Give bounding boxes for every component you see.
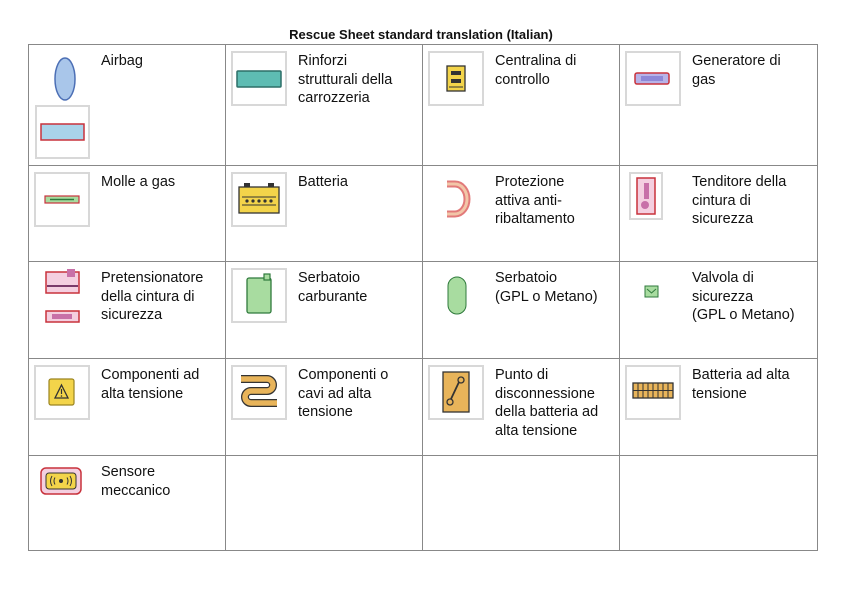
table-cell-gas-strut: Molle a gas [29, 166, 226, 262]
icon-frame [625, 365, 681, 420]
table-cell-high-voltage-component: Componenti ad alta tensione [29, 359, 226, 456]
item-label: Sensore meccanico [101, 464, 171, 499]
item-label: Serbatoio (GPL o Metano) [495, 270, 598, 305]
rollover-protection-icon [447, 180, 471, 218]
table-cell-empty [423, 456, 620, 551]
airbag-icon [54, 57, 76, 101]
item-label: Componenti o cavi ad alta tensione [298, 367, 389, 420]
table-cell-mechanical-sensor: Sensore meccanico [29, 456, 226, 551]
item-label: Valvola di sicurezza (GPL o Metano) [692, 270, 795, 323]
table-cell-gas-tank: Serbatoio (GPL o Metano) [423, 262, 620, 359]
icon-frame [231, 51, 287, 106]
icon-frame [231, 365, 287, 420]
table-cell-seatbelt-pretensioner: Pretensionatore della cintura di sicurez… [29, 262, 226, 359]
table-cell-high-voltage-cable: Componenti o cavi ad alta tensione [226, 359, 423, 456]
item-label: Rinforzi strutturali della carrozzeria [298, 53, 393, 106]
item-label: Batteria ad alta tensione [692, 367, 790, 402]
icon-frame [231, 172, 287, 227]
table-cell-hv-disconnect: Punto di disconnessione della batteria a… [423, 359, 620, 456]
table-cell-seatbelt-tensioner: Tenditore della cintura di sicurezza [620, 166, 818, 262]
item-label: Centralina di controllo [495, 53, 577, 88]
seatbelt-pretensioner-icon [45, 269, 80, 323]
hv-disconnect-icon [442, 371, 470, 413]
icon-frame [34, 172, 90, 227]
table-cell-airbag: Airbag [29, 45, 226, 166]
safety-valve-icon [644, 285, 659, 298]
icon-frame [629, 172, 663, 220]
item-label: Componenti ad alta tensione [101, 367, 200, 402]
item-label: Punto di disconnessione della batteria a… [495, 367, 599, 439]
legend-table: Airbag Rinforzi strutturali della carroz… [28, 44, 818, 551]
fuel-tank-icon [246, 273, 272, 314]
icon-frame [231, 268, 287, 323]
mechanical-sensor-icon [40, 467, 82, 495]
item-label: Airbag [101, 53, 143, 69]
table-cell-gas-generator: Generatore di gas [620, 45, 818, 166]
item-label: Pretensionatore della cintura di sicurez… [101, 270, 204, 323]
table-cell-rollover-protection: Protezione attiva anti- ribaltamento [423, 166, 620, 262]
table-cell-battery: Batteria [226, 166, 423, 262]
gas-strut-icon [44, 195, 80, 204]
icon-frame [428, 365, 484, 420]
table-cell-fuel-tank: Serbatoio carburante [226, 262, 423, 359]
item-label: Serbatoio carburante [298, 270, 368, 305]
item-label: Tenditore della cintura di sicurezza [692, 174, 787, 227]
high-voltage-component-icon [48, 378, 75, 406]
table-cell-body-reinforcement: Rinforzi strutturali della carrozzeria [226, 45, 423, 166]
airbag-inflator-icon [40, 123, 85, 141]
item-label: Generatore di gas [692, 53, 781, 88]
table-cell-empty [620, 456, 818, 551]
airbag-frame [35, 105, 90, 159]
table-cell-empty [226, 456, 423, 551]
table-cell-control-unit: Centralina di controllo [423, 45, 620, 166]
table-cell-safety-valve: Valvola di sicurezza (GPL o Metano) [620, 262, 818, 359]
seatbelt-tensioner-icon [636, 177, 656, 215]
body-reinforcement-icon [236, 70, 282, 88]
gas-tank-icon [447, 276, 467, 315]
high-voltage-battery-icon [632, 382, 674, 399]
item-label: Molle a gas [101, 174, 176, 190]
icon-frame [34, 365, 90, 420]
page-title: Rescue Sheet standard translation (Itali… [289, 27, 553, 42]
control-unit-icon [446, 65, 466, 92]
icon-frame [625, 51, 681, 106]
battery-icon [238, 183, 280, 214]
table-cell-high-voltage-battery: Batteria ad alta tensione [620, 359, 818, 456]
gas-generator-icon [634, 72, 670, 85]
icon-frame [428, 51, 484, 106]
item-label: Protezione attiva anti- ribaltamento [495, 174, 575, 227]
high-voltage-cable-icon [241, 375, 277, 407]
item-label: Batteria [298, 174, 348, 190]
